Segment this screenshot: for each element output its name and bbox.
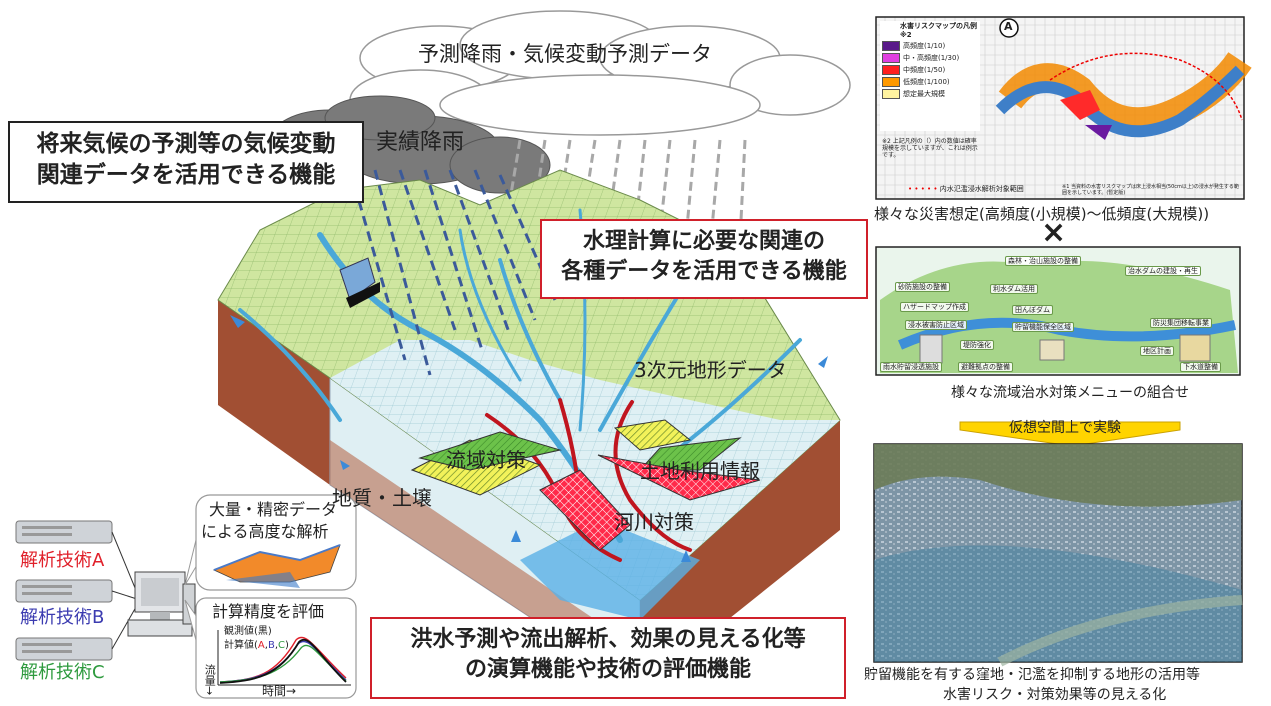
map-legend-item: 中頻度(1/50) (882, 65, 980, 75)
map-footnote: ※1 当資料の水害リスクマップは床上浸水相当(50cm以上)の浸水が発生する範囲… (1062, 184, 1239, 196)
caption-visualization-2: 水害リスク・対策効果等の見える化 (943, 687, 1167, 703)
legend-calc-sep1: , (264, 640, 268, 651)
legend-swatch (882, 53, 900, 63)
legend-swatch (882, 89, 900, 99)
measure-label: ハザードマップ作成 (900, 302, 969, 313)
terrain-data-label: 3次元地形データ (634, 358, 787, 382)
measure-label: 堤防強化 (960, 340, 994, 351)
legend-observed: 観測値(黒) (224, 626, 272, 637)
measure-label: 砂防施設の整備 (895, 282, 950, 293)
patch-green-2 (638, 437, 742, 471)
map-legend-title: 水害リスクマップの凡例 (900, 22, 977, 30)
legend-label: 低頻度(1/100) (903, 78, 950, 86)
legend-calc-c: C (278, 640, 285, 651)
server-stack-a (15, 520, 113, 544)
bubble2-title: 計算精度を評価 (212, 602, 325, 621)
bubble1-line2: による高度な解析 (201, 522, 329, 541)
server-stack-b (15, 579, 113, 603)
legend-calc-prefix: 計算値( (224, 640, 258, 651)
patch-red-1 (539, 469, 631, 551)
patch-yellow-2 (613, 419, 692, 451)
floodplain (330, 340, 840, 600)
measure-label: 防災集団移転事業 (1150, 318, 1212, 329)
patch-green-1 (418, 431, 562, 471)
terrain-left-side (218, 300, 330, 485)
legend-calculated: 計算値(A,B,C) (224, 640, 289, 652)
eval-box-line1: 洪水予測や流出解析、効果の見える化等 (410, 627, 806, 652)
experiment-arrow-label: 仮想空間上で実験 (1009, 420, 1121, 436)
cross-icon: × (1041, 215, 1067, 250)
measure-label: 浸水被害防止区域 (905, 320, 967, 331)
measure-label: 治水ダムの建設・再生 (1125, 266, 1201, 277)
legend-calc-a: A (257, 640, 265, 651)
hydro-data-box: 水理計算に必要な関連の 各種データを活用できる機能 (540, 219, 868, 299)
geology-label: 地質・土壌 (332, 486, 432, 510)
map-legend-item: 中・高頻度(1/30) (882, 53, 980, 63)
legend-label: 中頻度(1/50) (903, 66, 946, 74)
measure-label: 田んぼダム (1012, 305, 1053, 316)
cloud-group (349, 10, 851, 136)
map-legend-footnote: ※2 上記凡例の（）内の数値は確率規模を示していますが、これは例示です。 (882, 138, 978, 160)
measure-label: 避難拠点の整備 (958, 362, 1013, 373)
map-boundary-text: 内水氾濫浸水解析対象範囲 (939, 185, 1024, 193)
legend-label: 中・高頻度(1/30) (903, 54, 960, 62)
cloud-label: 予測降雨・気候変動予測データ (418, 42, 712, 66)
measure-label: 地区計画 (1140, 346, 1174, 357)
measure-label: 森林・治山施設の整備 (1005, 256, 1081, 267)
legend-calc-suffix: ) (284, 640, 289, 651)
caption-scenarios: 様々な災害想定(高頻度(小規模)〜低頻度(大規模)) (874, 205, 1210, 223)
eval-box-line2: の演算機能や技術の評価機能 (464, 656, 751, 682)
pc-icon (127, 571, 196, 637)
dam-icon (346, 282, 380, 308)
map-badge: A (1004, 20, 1013, 33)
hydro-box-line2: 各種データを活用できる機能 (561, 258, 847, 284)
map-legend: 水害リスクマップの凡例 ※2 高頻度(1/10) 中・高頻度(1/30) 中頻度(1… (880, 21, 980, 131)
legend-calc-sep2: , (274, 640, 278, 651)
measure-label: 利水ダム活用 (990, 284, 1038, 295)
hydro-box-line1: 水理計算に必要な関連の (582, 229, 825, 254)
map-legend-item: 高頻度(1/10) (882, 41, 980, 51)
caption-visualization-1: 貯留機能を有する窪地・氾濫を抑制する地形の活用等 (864, 667, 1200, 683)
map-legend-note: ※2 (900, 31, 912, 39)
legend-swatch (882, 65, 900, 75)
measure-label: 下水道整備 (1180, 362, 1221, 373)
legend-label: 想定最大規模 (903, 90, 945, 98)
map-boundary-label: • • • • • 内水氾濫浸水解析対象範囲 (908, 185, 1024, 193)
hydrograph-x-axis: 時間→ (262, 684, 297, 698)
experiment-arrow (959, 421, 1181, 447)
tech-a-label: 解析技術A (20, 550, 105, 571)
measure-label: 貯留機能保全区域 (1012, 322, 1074, 333)
bubble1-line1: 大量・精密データ (209, 500, 338, 519)
map-legend-item: 低頻度(1/100) (882, 77, 980, 87)
river-measures-label: 河川対策 (614, 510, 694, 534)
hydrograph (217, 630, 351, 686)
legend-calc-b: B (267, 640, 275, 651)
observed-rain-label: 実績降雨 (376, 130, 465, 155)
server-stack-c (15, 637, 113, 661)
climate-data-box: 将来気候の予測等の気候変動 関連データを活用できる機能 (8, 121, 364, 203)
patch-red-2 (597, 454, 761, 501)
accuracy-bubble (195, 597, 357, 699)
evaluation-box: 洪水予測や流出解析、効果の見える化等 の演算機能や技術の評価機能 (370, 617, 846, 699)
map-legend-item: 想定最大規模 (882, 89, 980, 99)
measure-label: 雨水貯留浸透施設 (880, 362, 942, 373)
tech-b-label: 解析技術B (20, 607, 105, 628)
climate-box-line2: 関連データを活用できる機能 (36, 162, 336, 189)
land-use-label: 土地利用情報 (640, 459, 760, 483)
flow-arrows (230, 315, 828, 562)
tech-c-label: 解析技術C (20, 662, 105, 683)
legend-swatch (882, 41, 900, 51)
legend-label: 高頻度(1/10) (903, 42, 946, 50)
caption-measures: 様々な流域治水対策メニューの組合せ (951, 385, 1189, 401)
basin-measures-label: 流域対策 (446, 448, 526, 472)
legend-swatch (882, 77, 900, 87)
hydrograph-y-axis: 流量→ (203, 664, 217, 696)
climate-box-line1: 将来気候の予測等の気候変動 (36, 131, 336, 157)
